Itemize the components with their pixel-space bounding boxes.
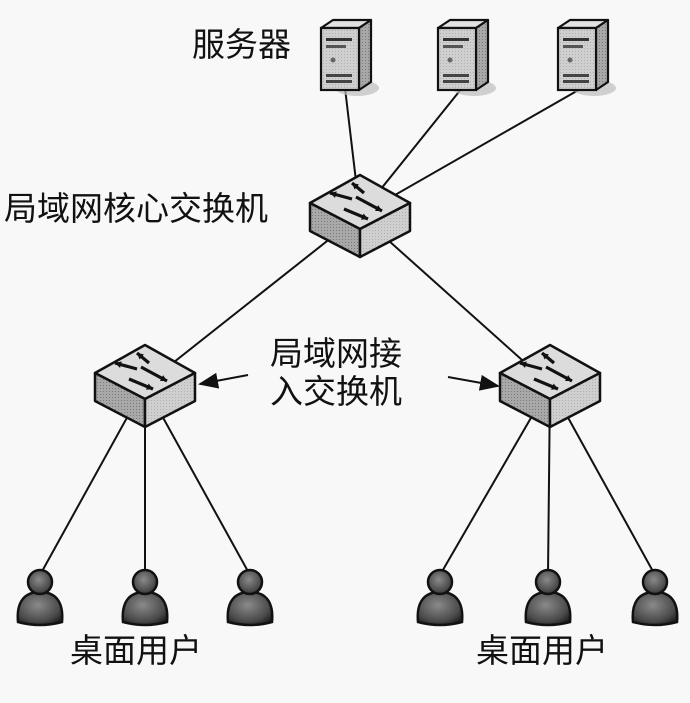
desktop-users-left-label: 桌面用户 xyxy=(70,631,202,670)
servers-label: 服务器 xyxy=(192,25,291,64)
user-4-icon xyxy=(416,568,464,627)
connection-lines xyxy=(39,87,656,576)
access-switch-label-line1: 局域网接 xyxy=(270,334,402,373)
user-2-icon xyxy=(121,568,169,627)
edge-server-3-to-core-switch xyxy=(359,87,583,216)
access-switch-label: 局域网接 入交换机 xyxy=(270,335,402,411)
edge-core-switch-to-access-switch-right xyxy=(359,214,551,386)
server-2-icon xyxy=(436,18,496,96)
access-switch-label-line2: 入交换机 xyxy=(270,371,402,411)
pointer-arrow-right xyxy=(447,374,500,391)
label-pointers xyxy=(198,372,500,391)
core-switch-label: 局域网核心交换机 xyxy=(4,189,268,228)
devices xyxy=(16,18,679,627)
core-switch-icon xyxy=(308,173,412,259)
pointer-arrow-left xyxy=(198,372,249,389)
edge-core-switch-to-access-switch-left xyxy=(144,214,361,386)
desktop-users-right-label: 桌面用户 xyxy=(476,631,608,670)
server-3-icon xyxy=(556,18,616,96)
user-3-icon xyxy=(226,568,274,627)
server-1-icon xyxy=(319,18,379,96)
access-switch-left-icon xyxy=(93,343,197,429)
user-1-icon xyxy=(16,568,64,627)
access-switch-right-icon xyxy=(498,343,602,429)
user-5-icon xyxy=(524,568,572,627)
user-6-icon xyxy=(631,568,679,627)
